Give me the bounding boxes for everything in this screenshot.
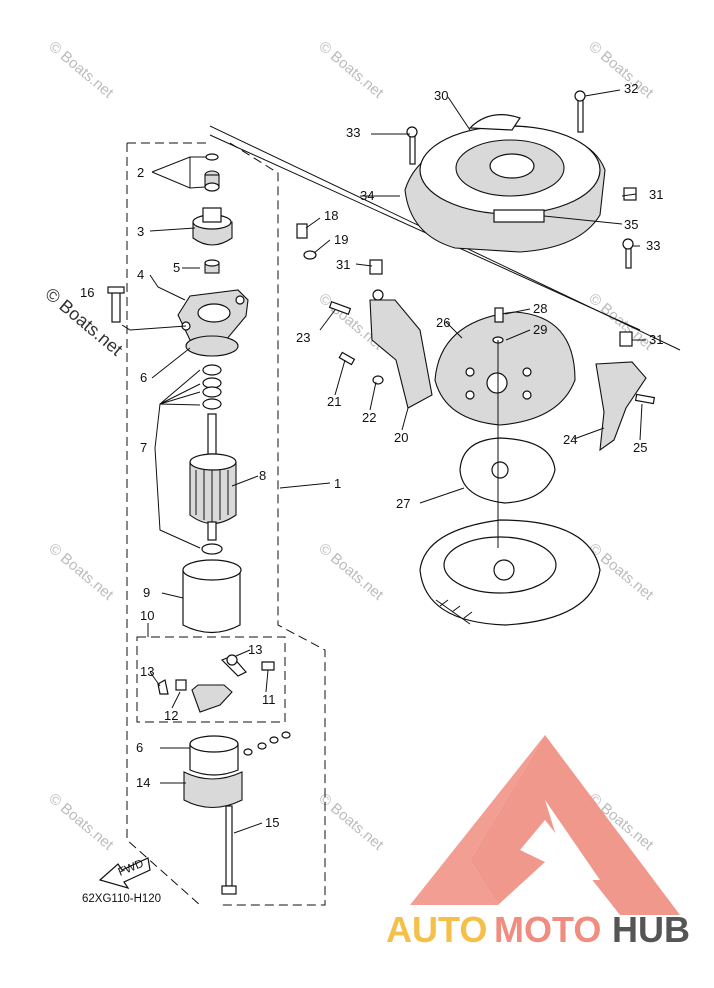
brand-text-hub: HUB — [612, 909, 690, 950]
part-number-label: 33 — [646, 238, 660, 253]
part-number-label: 30 — [434, 88, 448, 103]
leader-lines — [121, 89, 646, 834]
part-number-label: 1 — [334, 476, 341, 491]
brand-triangle — [470, 735, 680, 915]
part-number-label: 16 — [80, 285, 94, 300]
part-number-label: 2 — [137, 165, 144, 180]
part-number-label: 7 — [140, 440, 147, 455]
flywheel-parts — [296, 90, 656, 626]
part-labels: 1 2 3 4 5 6 7 8 9 10 11 12 13 13 14 15 1… — [80, 81, 663, 905]
part-number-label: 14 — [136, 775, 150, 790]
part-number-label: 4 — [137, 267, 144, 282]
part-number-label: 5 — [173, 260, 180, 275]
part-number-label: 15 — [265, 815, 279, 830]
part-number-label: 31 — [649, 332, 663, 347]
part-number-label: 6 — [140, 370, 147, 385]
watermark: © Boats.net — [45, 38, 117, 102]
part-number-label: 26 — [436, 315, 450, 330]
part-number-label: 25 — [633, 440, 647, 455]
part-number-label: 24 — [563, 432, 577, 447]
part-number-label: 3 — [137, 224, 144, 239]
fwd-arrow-icon — [98, 857, 151, 890]
part-number-label: 35 — [624, 217, 638, 232]
part-number-label: 34 — [360, 188, 374, 203]
part-number-label: 9 — [143, 585, 150, 600]
watermark: © Boats.net — [45, 790, 117, 854]
part-number-label: 22 — [362, 410, 376, 425]
part-number-label: 13 — [248, 642, 262, 657]
part-number-label: 32 — [624, 81, 638, 96]
part-number-label: 13 — [140, 664, 154, 679]
part-number-label: 21 — [327, 394, 341, 409]
watermark: © Boats.net — [315, 38, 387, 102]
brand-text-auto: AUTO — [386, 909, 487, 950]
starter-motor-parts: FWD — [98, 153, 291, 895]
part-number-label: 6 — [136, 740, 143, 755]
watermark: © Boats.net — [585, 38, 657, 102]
watermark: © Boats.net — [45, 540, 117, 604]
part-number-label: 29 — [533, 322, 547, 337]
diagram-code: 62XG110-H120 — [82, 893, 161, 905]
part-number-label: 33 — [346, 125, 360, 140]
part-number-label: 19 — [334, 232, 348, 247]
part-number-label: 20 — [394, 430, 408, 445]
part-number-label: 18 — [324, 208, 338, 223]
part-number-label: 11 — [262, 692, 276, 707]
part-number-label: 31 — [336, 257, 350, 272]
brand-logo: AUTO MOTO HUB — [386, 735, 690, 950]
brand-text-moto: MOTO — [494, 909, 601, 950]
part-number-label: 12 — [164, 708, 178, 723]
part-number-label: 27 — [396, 496, 410, 511]
watermark: © Boats.net — [315, 540, 387, 604]
part-number-label: 28 — [533, 301, 547, 316]
part-number-label: 10 — [140, 608, 154, 623]
part-number-label: 8 — [259, 468, 266, 483]
part-number-label: 31 — [649, 187, 663, 202]
part-number-label: 23 — [296, 330, 310, 345]
watermark: © Boats.net — [315, 790, 387, 854]
